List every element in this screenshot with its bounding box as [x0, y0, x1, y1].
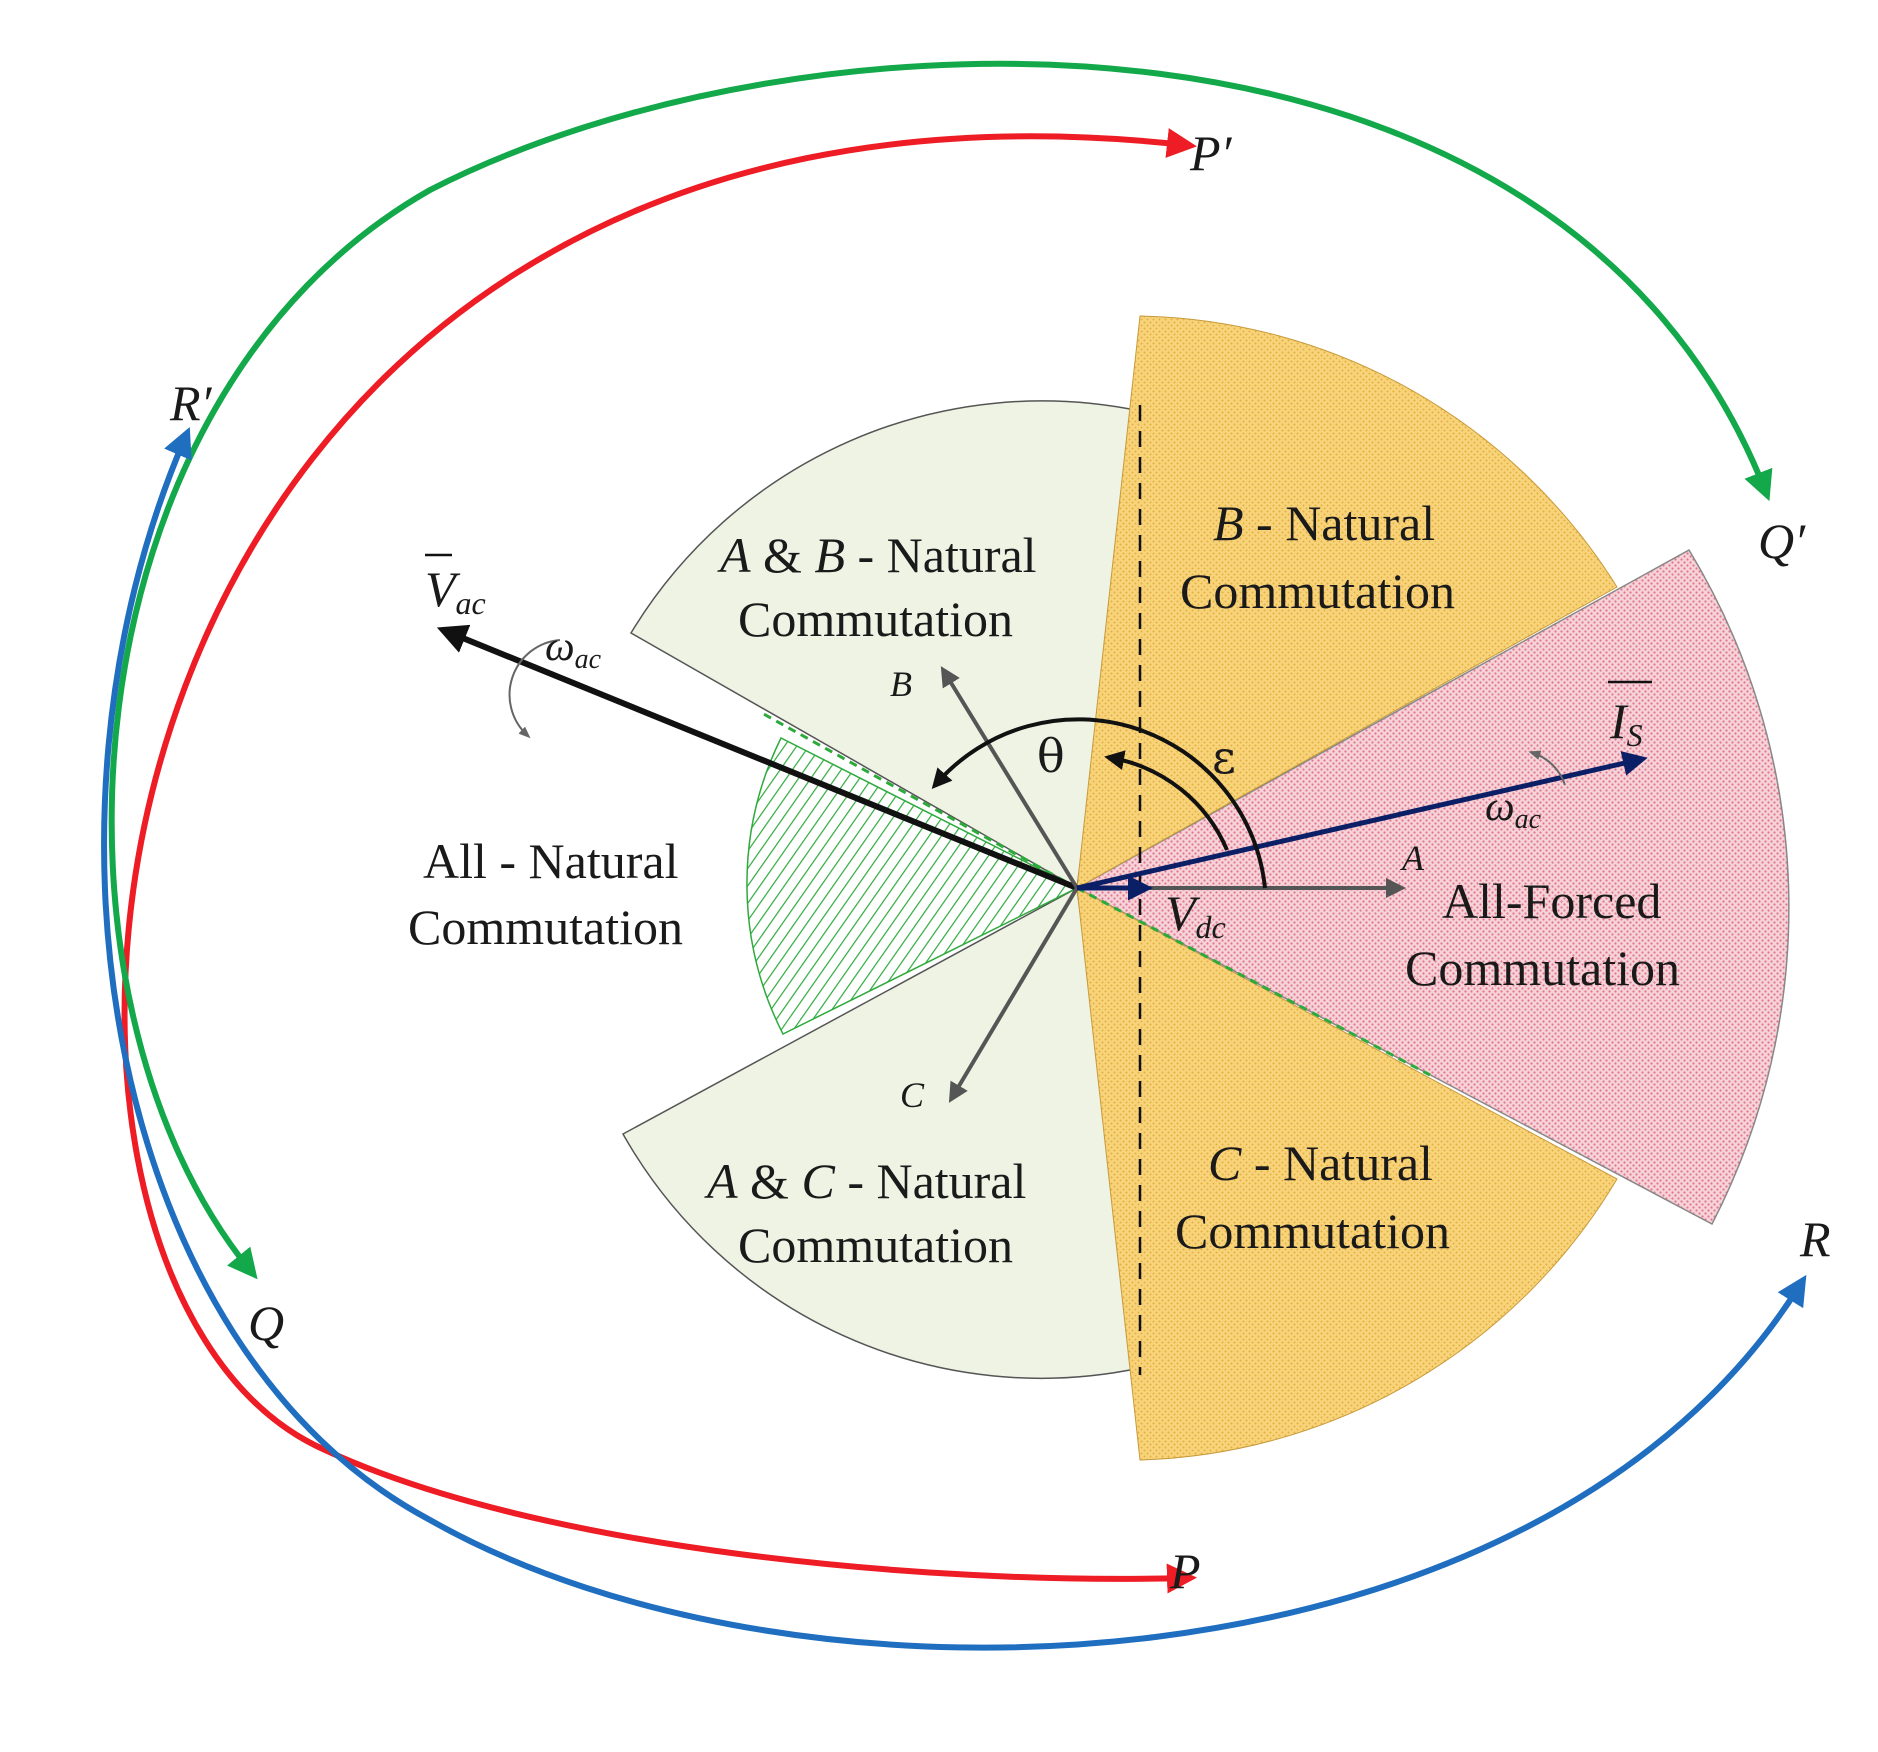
phase-c-label: C — [900, 1075, 925, 1115]
phase-c-vector — [948, 886, 1079, 1103]
c-natural-label-line2: Commutation — [1175, 1203, 1450, 1259]
epsilon-label: ε — [1212, 730, 1236, 784]
point-labels: P′ Q′ R′ P Q R — [169, 125, 1831, 1599]
phase-a-label: A — [1400, 838, 1425, 878]
b-natural-label-line2: Commutation — [1180, 563, 1455, 619]
omega-ac-label-right: ωac — [1485, 784, 1542, 835]
ac-natural-label-line1: A & C - Natural — [704, 1153, 1026, 1209]
all-forced-label-line1: All-Forced — [1442, 873, 1661, 929]
point-r-label: R — [1799, 1211, 1831, 1267]
blue-trajectory-arc — [101, 426, 1807, 1651]
omega-ac-label-left: ωac — [545, 624, 602, 675]
all-forced-label-line2: Commutation — [1405, 940, 1680, 996]
all-natural-label-line1: All - Natural — [423, 833, 678, 889]
c-natural-label-line1: C - Natural — [1208, 1135, 1433, 1191]
ab-natural-label-line2: Commutation — [738, 591, 1013, 647]
ac-natural-label-line2: Commutation — [738, 1217, 1013, 1273]
epsilon-arc — [1104, 750, 1229, 851]
symbol-labels: A B C θ ε Vac Vdc IS ωac ωac — [425, 561, 1643, 1115]
green-trajectory-arc — [108, 60, 1773, 1280]
v-dc-label: Vdc — [1165, 885, 1226, 945]
i-s-label: IS — [1609, 693, 1643, 753]
theta-label: θ — [1037, 729, 1065, 783]
omega-arc-left — [508, 639, 561, 739]
point-r-prime-label: R′ — [169, 375, 213, 431]
phase-b-label: B — [890, 664, 912, 704]
point-q-label: Q — [248, 1295, 284, 1351]
ab-natural-label-line1: A & B - Natural — [717, 527, 1037, 583]
v-ac-label: Vac — [425, 561, 486, 621]
point-p-prime-label: P′ — [1189, 125, 1233, 181]
point-q-prime-label: Q′ — [1758, 513, 1806, 569]
v-ac-vector — [436, 624, 1079, 891]
phase-b-vector — [940, 666, 1079, 890]
point-p-label: P — [1169, 1543, 1201, 1599]
vectors — [425, 553, 1652, 1103]
trajectory-arcs — [101, 60, 1807, 1651]
i-s-vector — [1076, 751, 1648, 891]
red-trajectory-arc — [121, 128, 1197, 1594]
region-labels: A & B - Natural Commutation B - Natural … — [408, 495, 1680, 1273]
b-natural-label-line1: B - Natural — [1213, 495, 1435, 551]
omega-arc-right — [1528, 750, 1566, 786]
theta-arc — [931, 717, 1267, 889]
all-natural-label-line2: Commutation — [408, 899, 683, 955]
